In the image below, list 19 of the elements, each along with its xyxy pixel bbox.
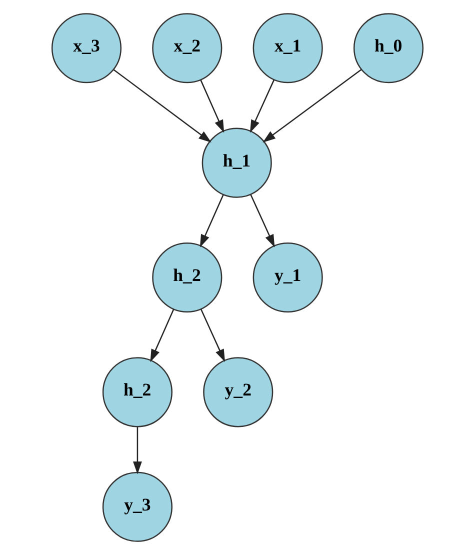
arrow <box>132 427 142 474</box>
arrow <box>200 309 225 362</box>
arrow <box>249 80 274 133</box>
arrow <box>250 194 274 248</box>
node-circle: h_2 <box>152 242 222 313</box>
node-circle: y_3 <box>102 472 172 542</box>
node-circle: h_1 <box>201 128 272 198</box>
arrow <box>262 68 362 142</box>
node-circle: x_1 <box>252 13 322 84</box>
node-circle: y_1 <box>252 242 322 313</box>
arrow <box>200 80 224 133</box>
arrow <box>112 69 211 143</box>
node-circle: x_3 <box>50 13 122 84</box>
node-circle: h_0 <box>352 13 424 84</box>
node-circle: x_2 <box>152 13 222 84</box>
node-circle: h_2 <box>102 357 172 428</box>
arrow <box>150 309 174 362</box>
arrow <box>199 194 224 248</box>
node-circle: y_2 <box>202 357 273 428</box>
